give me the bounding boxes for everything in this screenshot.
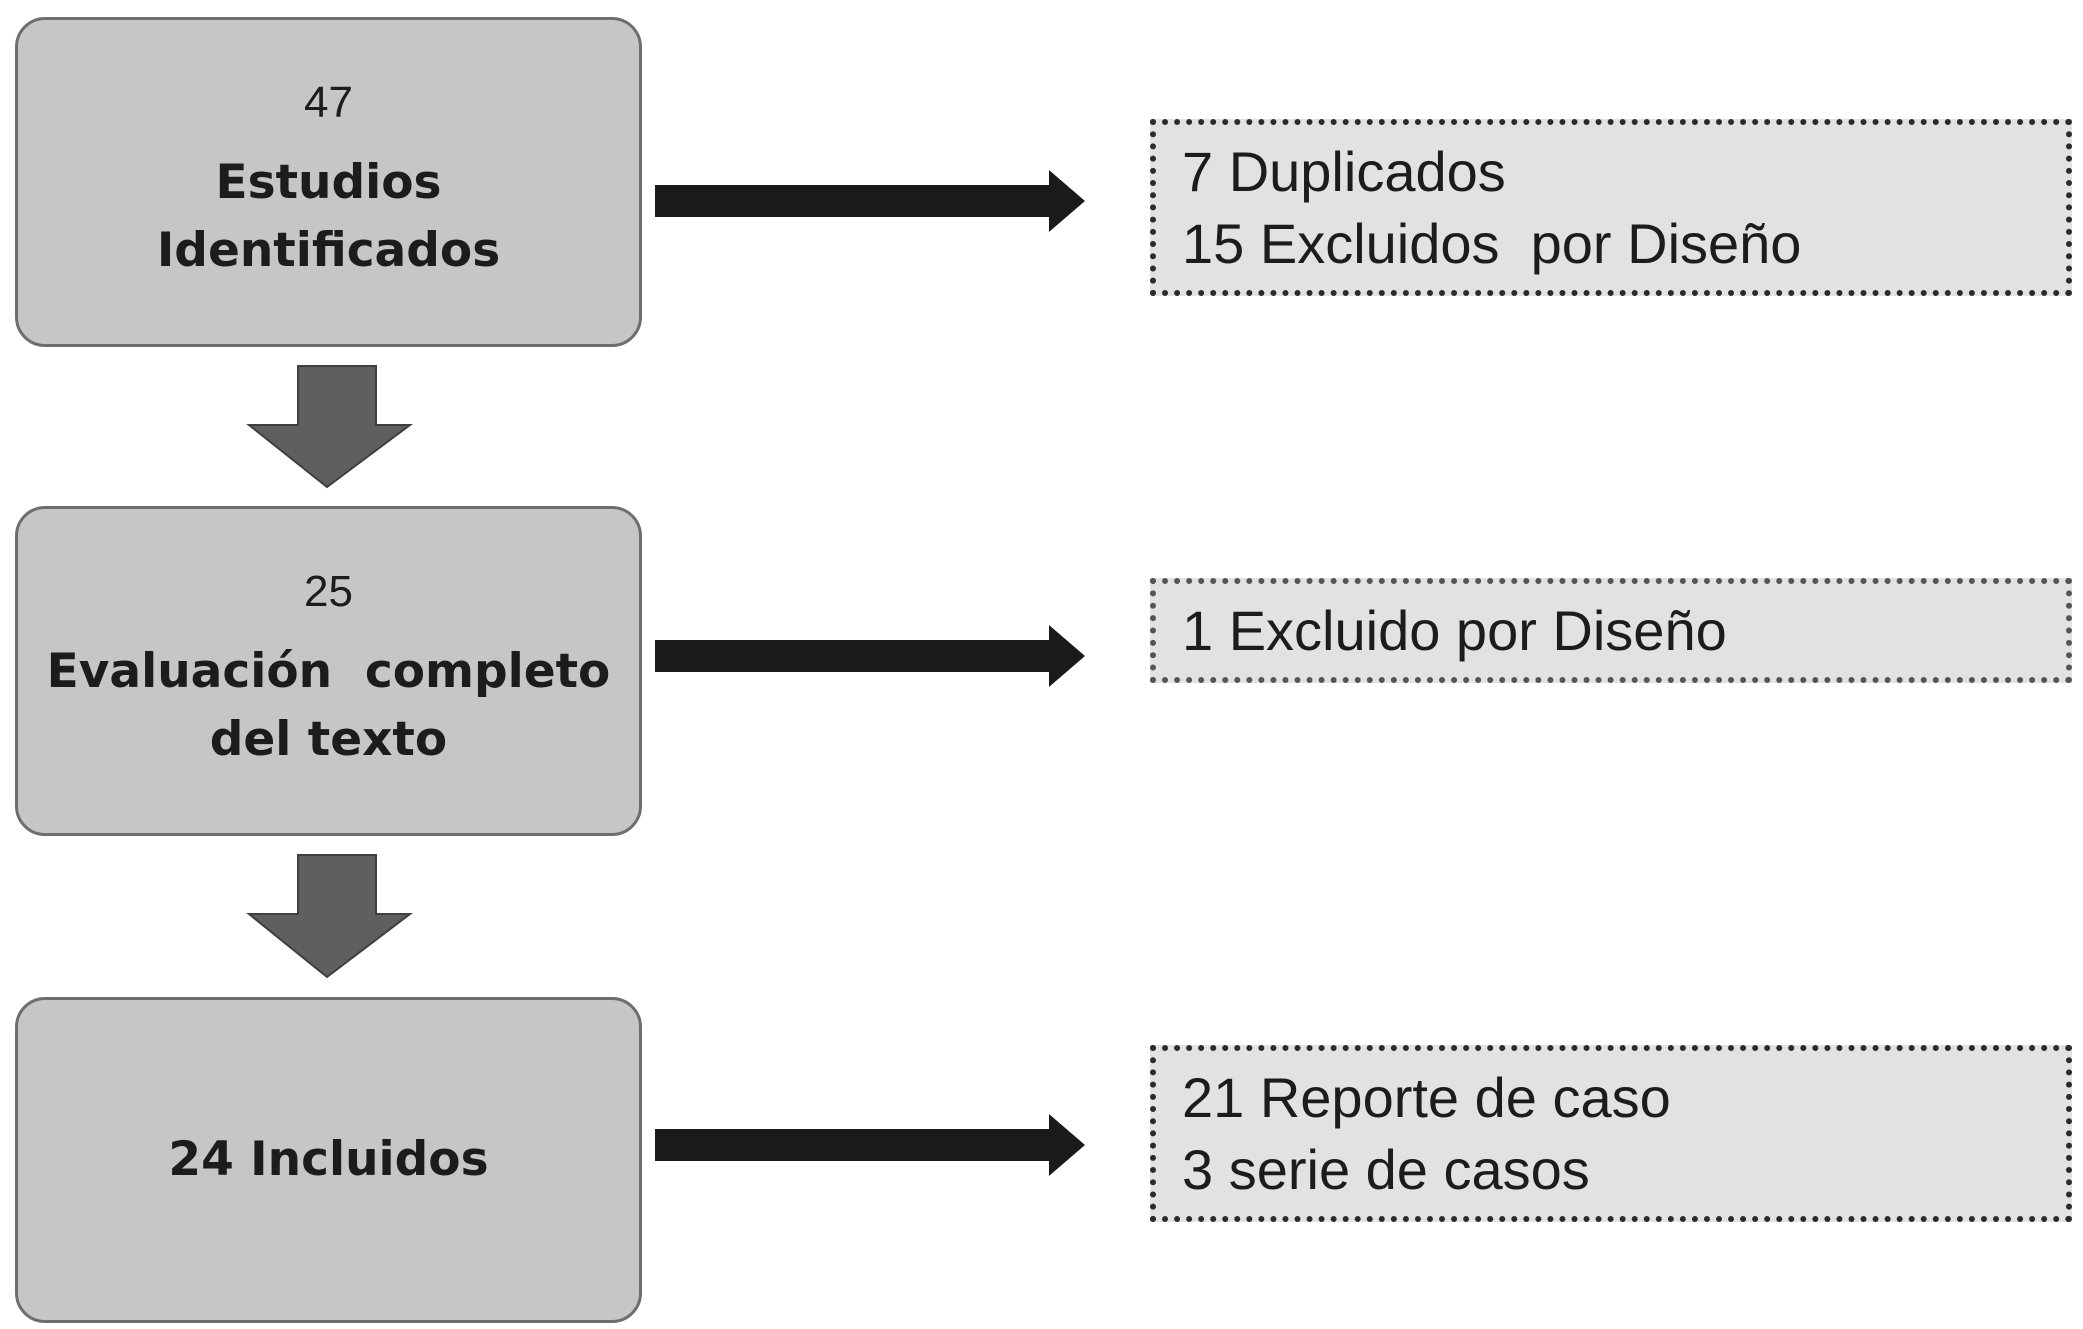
evaluation-count: 25 xyxy=(304,566,353,616)
right-arrow-3 xyxy=(655,1114,1085,1176)
full-text-evaluation-box: 25 Evaluación completo del texto xyxy=(15,506,642,836)
included-box: 24 Incluidos xyxy=(15,997,642,1323)
right-arrow-1 xyxy=(655,170,1085,232)
note-3-line1: 21 Reporte de caso xyxy=(1182,1065,1671,1129)
note-1-line2: 15 Excluidos por Diseño xyxy=(1182,211,1802,275)
included-breakdown-note: 21 Reporte de caso 3 serie de casos xyxy=(1150,1045,2072,1222)
down-arrow-1 xyxy=(246,365,414,489)
down-arrow-2 xyxy=(246,854,413,979)
evaluation-label-line1: Evaluación completo xyxy=(46,644,611,700)
note-1-line1: 7 Duplicados xyxy=(1182,139,1506,203)
identified-count: 47 xyxy=(304,77,353,127)
identified-label-line1: Estudios xyxy=(215,155,442,211)
exclusion-note-2: 1 Excluido por Diseño xyxy=(1150,578,2072,683)
included-label: 24 Incluidos xyxy=(168,1132,489,1187)
note-3-line2: 3 serie de casos xyxy=(1182,1137,1590,1201)
identified-studies-box: 47 Estudios Identificados xyxy=(15,17,642,347)
exclusion-note-1: 7 Duplicados 15 Excluidos por Diseño xyxy=(1150,119,2072,296)
evaluation-label-line2: del texto xyxy=(209,712,448,768)
right-arrow-2 xyxy=(655,625,1085,687)
identified-label-line2: Identificados xyxy=(156,223,501,279)
note-2-line1: 1 Excluido por Diseño xyxy=(1182,598,1727,662)
